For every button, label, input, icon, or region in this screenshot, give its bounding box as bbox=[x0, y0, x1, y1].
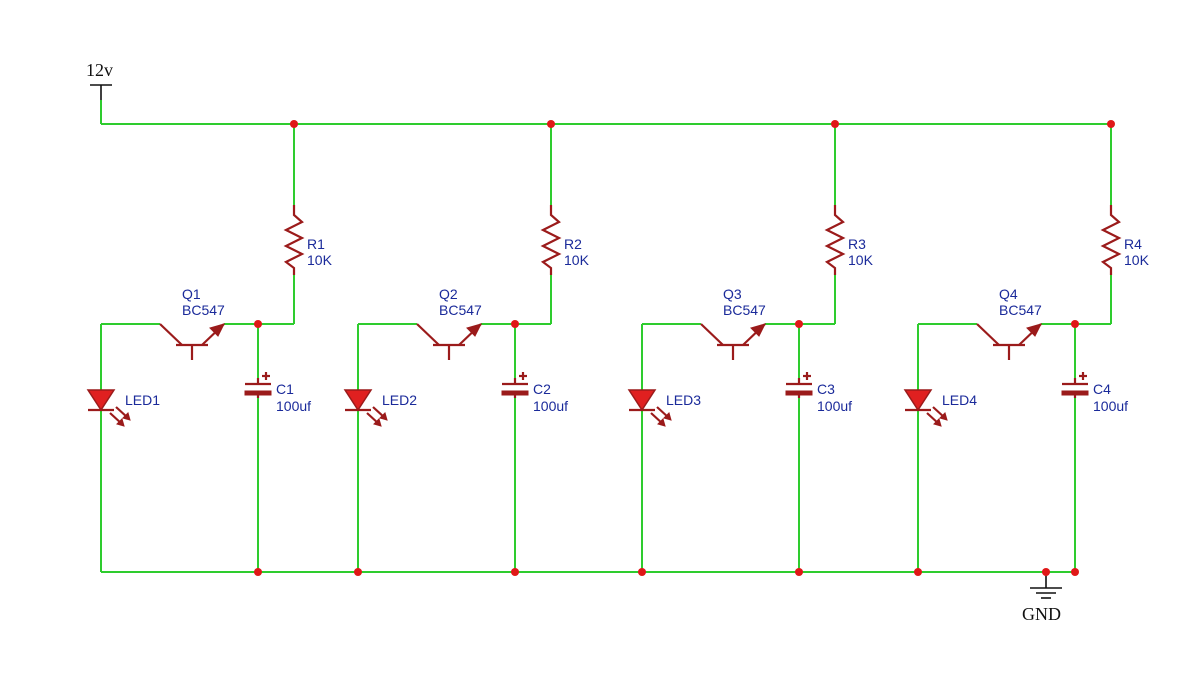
resistor-label: R1 bbox=[307, 236, 325, 252]
ground-terminal: GND bbox=[1022, 572, 1062, 624]
transistor-arrow bbox=[1026, 323, 1042, 337]
capacitor-value: 100uf bbox=[533, 398, 568, 414]
led-ray-arrow bbox=[657, 418, 666, 427]
resistor-label: R3 bbox=[848, 236, 866, 252]
transistor-part: BC547 bbox=[723, 302, 766, 318]
capacitor-label: C4 bbox=[1093, 381, 1111, 397]
transistor-part: BC547 bbox=[182, 302, 225, 318]
resistor-symbol bbox=[283, 205, 305, 275]
transistor-arrow bbox=[209, 323, 225, 337]
capacitor-label: C1 bbox=[276, 381, 294, 397]
led-label: LED3 bbox=[666, 392, 701, 408]
supply-terminal: 12v bbox=[86, 60, 113, 124]
junction-node bbox=[638, 568, 646, 576]
resistor-symbol bbox=[1100, 205, 1122, 275]
transistor-collector bbox=[159, 323, 183, 346]
junction-node bbox=[254, 568, 262, 576]
capacitor-label: C2 bbox=[533, 381, 551, 397]
led-triangle bbox=[627, 389, 657, 412]
junction-node bbox=[1071, 568, 1079, 576]
ground-label: GND bbox=[1022, 604, 1061, 624]
led-ray-arrow bbox=[116, 418, 125, 427]
led-triangle bbox=[903, 389, 933, 412]
transistor-collector bbox=[416, 323, 440, 346]
transistor-label: Q4 bbox=[999, 286, 1018, 302]
resistor-label: R2 bbox=[564, 236, 582, 252]
led-ray-arrow bbox=[663, 412, 672, 421]
junction-node bbox=[795, 320, 803, 328]
transistor-label: Q1 bbox=[182, 286, 201, 302]
capacitor-plate-negative bbox=[1061, 390, 1089, 396]
junction-node bbox=[511, 320, 519, 328]
resistor-value: 10K bbox=[564, 252, 590, 268]
junction-node bbox=[511, 568, 519, 576]
transistor-arrow bbox=[750, 323, 766, 337]
resistor-label: R4 bbox=[1124, 236, 1142, 252]
supply-label: 12v bbox=[86, 60, 113, 80]
led-triangle bbox=[343, 389, 373, 412]
transistor-part: BC547 bbox=[999, 302, 1042, 318]
junction-node bbox=[914, 568, 922, 576]
led-ray-arrow bbox=[939, 412, 948, 421]
transistor-arrow bbox=[466, 323, 482, 337]
junction-node bbox=[1071, 320, 1079, 328]
junction-node bbox=[831, 120, 839, 128]
capacitor-value: 100uf bbox=[276, 398, 311, 414]
led-ray-arrow bbox=[122, 412, 131, 421]
capacitor-plate-negative bbox=[501, 390, 529, 396]
transistor-label: Q3 bbox=[723, 286, 742, 302]
junction-node bbox=[547, 120, 555, 128]
resistor-symbol bbox=[824, 205, 846, 275]
resistor-value: 10K bbox=[1124, 252, 1150, 268]
junction-node bbox=[795, 568, 803, 576]
capacitor-value: 100uf bbox=[817, 398, 852, 414]
capacitor-value: 100uf bbox=[1093, 398, 1128, 414]
led-label: LED1 bbox=[125, 392, 160, 408]
led-ray-arrow bbox=[373, 418, 382, 427]
led-ray-arrow bbox=[933, 418, 942, 427]
capacitor-plate-negative bbox=[244, 390, 272, 396]
resistor-value: 10K bbox=[848, 252, 874, 268]
led-label: LED4 bbox=[942, 392, 977, 408]
capacitor-plate-negative bbox=[785, 390, 813, 396]
led-label: LED2 bbox=[382, 392, 417, 408]
transistor-collector bbox=[700, 323, 724, 346]
transistor-part: BC547 bbox=[439, 302, 482, 318]
resistor-value: 10K bbox=[307, 252, 333, 268]
junction-node bbox=[254, 320, 262, 328]
junction-node bbox=[354, 568, 362, 576]
capacitor-label: C3 bbox=[817, 381, 835, 397]
transistor-collector bbox=[976, 323, 1000, 346]
junction-node bbox=[1107, 120, 1115, 128]
led-ray-arrow bbox=[379, 412, 388, 421]
stages: R110KQ1BC547LED1C1100ufR210KQ2BC547LED2C… bbox=[86, 120, 1150, 576]
resistor-symbol bbox=[540, 205, 562, 275]
transistor-label: Q2 bbox=[439, 286, 458, 302]
led-triangle bbox=[86, 389, 116, 412]
ground-node bbox=[1042, 568, 1050, 576]
junction-node bbox=[290, 120, 298, 128]
